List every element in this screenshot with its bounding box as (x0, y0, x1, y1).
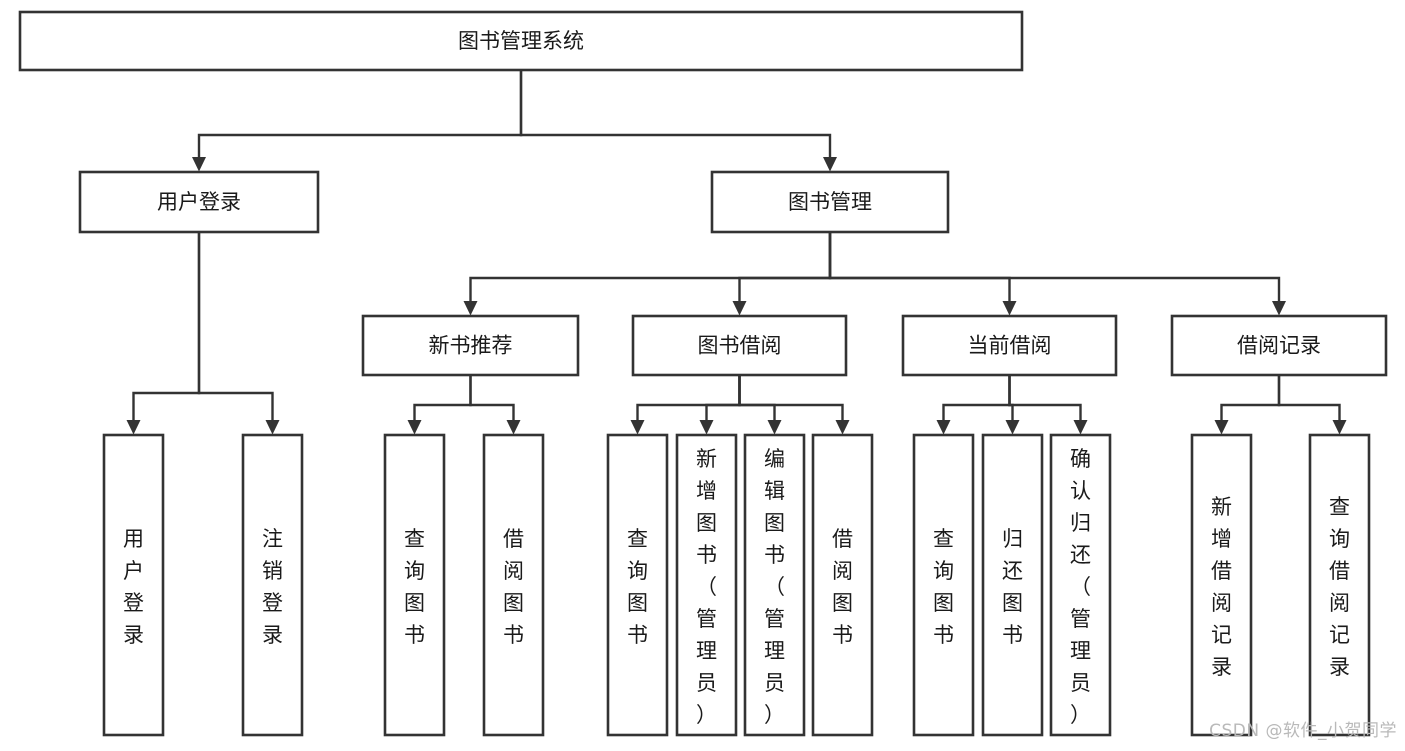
nodes-layer: 图书管理系统用户登录图书管理新书推荐图书借阅当前借阅借阅记录用户登录注销登录查询… (18, 10, 1388, 737)
node-box-leaf-user-logout[interactable] (241, 433, 304, 737)
watermark-label: CSDN @软件_小贺同学 (1209, 721, 1397, 741)
node-label-leaf-user-login: 用户登录 (123, 527, 144, 647)
connector-book-borrow-to-leaf-borrow-book (738, 375, 850, 435)
node-label-leaf-user-logout: 注销登录 (262, 527, 283, 647)
node-book-management[interactable]: 图书管理 (710, 170, 950, 234)
node-leaf-add-book-admin[interactable]: 新增图书（管理员） (675, 433, 738, 737)
node-label-current-borrow: 当前借阅 (968, 334, 1052, 358)
connector-new-book-recommend-to-leaf-query-book-recommend (407, 375, 472, 435)
node-label-leaf-edit-book-admin: 编辑图书（管理员） (764, 447, 785, 727)
node-leaf-confirm-return-admin[interactable]: 确认归还（管理员） (1049, 433, 1112, 737)
node-box-leaf-borrow-book[interactable] (811, 433, 874, 737)
connector-new-book-recommend-to-leaf-borrow-book-recommend (469, 375, 521, 435)
node-label-book-borrow: 图书借阅 (698, 334, 782, 358)
connector-current-borrow-to-leaf-confirm-return-admin (1008, 375, 1088, 435)
node-leaf-user-logout[interactable]: 注销登录 (241, 433, 304, 737)
node-label-leaf-query-borrow-record: 查询借阅记录 (1329, 495, 1350, 679)
connectors-layer (126, 70, 1347, 435)
node-label-leaf-borrow-book: 借阅图书 (832, 527, 853, 647)
node-leaf-query-book-current[interactable]: 查询图书 (912, 433, 975, 737)
node-user-login[interactable]: 用户登录 (78, 170, 320, 234)
node-box-current-borrow[interactable] (901, 314, 1118, 377)
node-label-leaf-return-book: 归还图书 (1002, 527, 1023, 647)
node-leaf-query-borrow-record[interactable]: 查询借阅记录 (1308, 433, 1371, 737)
node-box-leaf-borrow-book-recommend[interactable] (482, 433, 545, 737)
connector-user-login-to-leaf-user-logout (197, 232, 280, 435)
node-leaf-query-book-recommend[interactable]: 查询图书 (383, 433, 446, 737)
node-label-root: 图书管理系统 (458, 29, 584, 53)
connector-borrow-record-to-leaf-query-borrow-record (1277, 375, 1347, 435)
node-box-root[interactable] (18, 10, 1024, 72)
node-label-borrow-record: 借阅记录 (1237, 334, 1321, 358)
node-label-leaf-borrow-book-recommend: 借阅图书 (503, 527, 524, 647)
node-label-book-management: 图书管理 (788, 190, 872, 214)
connector-book-borrow-to-leaf-add-book-admin (699, 375, 741, 435)
node-label-leaf-query-book-borrow: 查询图书 (627, 527, 648, 647)
node-borrow-record[interactable]: 借阅记录 (1170, 314, 1388, 377)
connector-book-management-to-current-borrow (828, 232, 1017, 316)
node-box-book-borrow[interactable] (631, 314, 848, 377)
node-box-leaf-confirm-return-admin[interactable] (1049, 433, 1112, 737)
node-box-leaf-query-book-current[interactable] (912, 433, 975, 737)
node-label-leaf-query-book-recommend: 查询图书 (404, 527, 425, 647)
node-box-leaf-edit-book-admin[interactable] (743, 433, 806, 737)
connector-root-to-book-management (519, 70, 837, 172)
connector-book-management-to-new-book-recommend (463, 232, 832, 316)
node-box-new-book-recommend[interactable] (361, 314, 580, 377)
node-box-leaf-query-borrow-record[interactable] (1308, 433, 1371, 737)
node-box-leaf-add-borrow-record[interactable] (1190, 433, 1253, 737)
node-leaf-borrow-book-recommend[interactable]: 借阅图书 (482, 433, 545, 737)
node-label-leaf-add-book-admin: 新增图书（管理员） (696, 447, 717, 727)
node-leaf-add-borrow-record[interactable]: 新增借阅记录 (1190, 433, 1253, 737)
node-label-user-login: 用户登录 (157, 190, 241, 214)
node-current-borrow[interactable]: 当前借阅 (901, 314, 1118, 377)
node-box-leaf-add-book-admin[interactable] (675, 433, 738, 737)
connector-book-management-to-book-borrow (732, 232, 832, 316)
node-label-leaf-confirm-return-admin: 确认归还（管理员） (1070, 447, 1091, 727)
node-label-leaf-query-book-current: 查询图书 (933, 527, 954, 647)
node-box-borrow-record[interactable] (1170, 314, 1388, 377)
node-leaf-user-login[interactable]: 用户登录 (102, 433, 165, 737)
connector-user-login-to-leaf-user-login (126, 232, 201, 435)
node-new-book-recommend[interactable]: 新书推荐 (361, 314, 580, 377)
node-box-leaf-query-book-borrow[interactable] (606, 433, 669, 737)
connector-book-management-to-borrow-record (828, 232, 1286, 316)
node-box-leaf-return-book[interactable] (981, 433, 1044, 737)
node-leaf-return-book[interactable]: 归还图书 (981, 433, 1044, 737)
node-box-leaf-user-login[interactable] (102, 433, 165, 737)
node-box-book-management[interactable] (710, 170, 950, 234)
node-leaf-borrow-book[interactable]: 借阅图书 (811, 433, 874, 737)
node-leaf-query-book-borrow[interactable]: 查询图书 (606, 433, 669, 737)
node-leaf-edit-book-admin[interactable]: 编辑图书（管理员） (743, 433, 806, 737)
node-book-borrow[interactable]: 图书借阅 (631, 314, 848, 377)
node-label-leaf-add-borrow-record: 新增借阅记录 (1211, 495, 1232, 679)
node-root[interactable]: 图书管理系统 (18, 10, 1024, 72)
connector-borrow-record-to-leaf-add-borrow-record (1214, 375, 1281, 435)
node-label-new-book-recommend: 新书推荐 (429, 334, 513, 358)
node-box-leaf-query-book-recommend[interactable] (383, 433, 446, 737)
connector-root-to-user-login (192, 70, 523, 172)
node-box-user-login[interactable] (78, 170, 320, 234)
connector-current-borrow-to-leaf-query-book-current (936, 375, 1011, 435)
